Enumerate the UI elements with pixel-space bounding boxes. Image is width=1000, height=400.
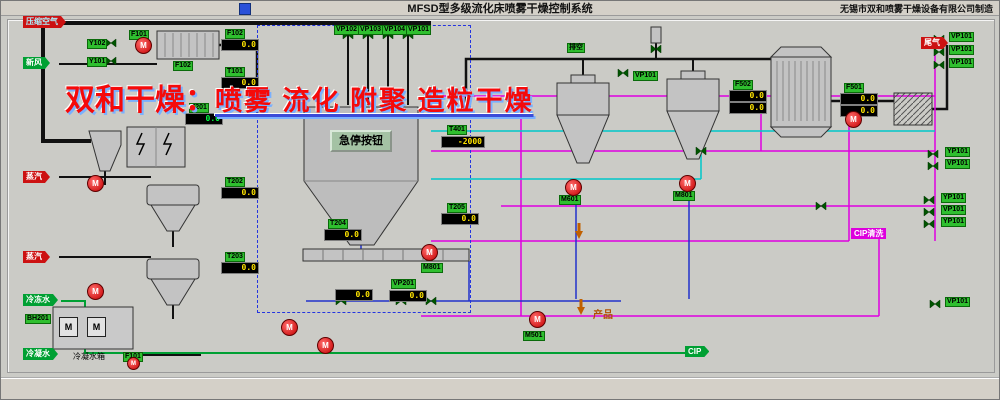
tag-yp101-r2: YP101: [941, 193, 967, 203]
motor-icon: M: [322, 341, 329, 350]
motor-icon: M: [850, 115, 857, 124]
display-f102: 0.0: [221, 39, 259, 51]
tag-vp101-r5: VP101: [941, 205, 967, 215]
tag-t101: T101: [225, 67, 245, 77]
motor-icon: M: [131, 360, 136, 367]
tag-yp101-r1: YP101: [945, 147, 971, 157]
app-icon: [239, 3, 251, 15]
display-t203: 0.0: [221, 262, 259, 274]
tag-f501: F501: [844, 83, 864, 93]
display-f501-1: 0.0: [840, 93, 878, 105]
manufacturer-label: 无锡市双和喷雾干燥设备有限公司制造: [839, 3, 993, 14]
tag-f102-unit: F102: [173, 61, 193, 71]
tag-vp104: VP104: [382, 25, 408, 35]
emergency-stop-button[interactable]: 急停按钮: [330, 130, 392, 152]
tag-m801: M801: [673, 191, 695, 201]
tank-pump-2[interactable]: M: [87, 317, 106, 337]
pump-condensate[interactable]: M: [127, 357, 140, 370]
tag-bh201: BH201: [25, 314, 51, 324]
display-t204: 0.0: [324, 229, 362, 241]
source-steam-2: 蒸汽: [23, 251, 50, 263]
tag-t201: T201: [189, 103, 209, 113]
tag-t204: T204: [328, 219, 348, 229]
tag-vp101-vent: VP101: [633, 71, 659, 81]
source-fresh-air: 新风: [23, 57, 50, 69]
cip-return-tag: CIP: [685, 346, 709, 357]
tag-m601: M601: [559, 195, 581, 205]
motor-icon: M: [92, 179, 99, 188]
motor-icon: M: [286, 323, 293, 332]
display-t202: 0.0: [221, 187, 259, 199]
source-condensate: 冷凝水: [23, 348, 58, 360]
motor-icon: M: [570, 183, 577, 192]
fan-left-2[interactable]: M: [87, 283, 104, 300]
tag-vp101-r4: VP101: [945, 159, 971, 169]
fan-exhaust[interactable]: M: [845, 111, 862, 128]
fan-m801[interactable]: M: [679, 175, 696, 192]
source-steam-1: 蒸汽: [23, 171, 50, 183]
tag-yp101-r3: YP101: [941, 217, 967, 227]
motor-icon: M: [64, 322, 73, 332]
source-compressed-air: 压缩空气: [23, 16, 66, 28]
tag-t401: T401: [447, 125, 467, 135]
tag-vp101-r1: VP101: [949, 32, 975, 42]
tank-pump-1[interactable]: M: [59, 317, 78, 337]
tag-vp101-r2: VP101: [949, 45, 975, 55]
tag-vp101-r3: VP101: [949, 58, 975, 68]
display-t401: -2000: [441, 136, 485, 148]
tag-t203: T203: [225, 252, 245, 262]
display-vp201: 0.0: [389, 290, 427, 302]
cip-line-tag: CIP清洗: [851, 228, 887, 239]
motor-icon: M: [140, 41, 147, 50]
display-t201: 0.0: [185, 113, 223, 125]
motor-icon: M: [426, 248, 433, 257]
display-t101: 0.0: [221, 77, 259, 89]
tag-vp102: VP102: [334, 25, 360, 35]
tag-vp201: VP201: [391, 279, 417, 289]
titlebar: MFSD型多级流化床喷雾干燥控制系统 无锡市双和喷雾干燥设备有限公司制造: [1, 1, 999, 16]
tag-y102: Y102: [87, 39, 108, 49]
tag-y101: Y101: [87, 57, 108, 67]
motor-icon: M: [92, 287, 99, 296]
tag-f502: F502: [733, 80, 753, 90]
condensate-tank-label: 冷凝水箱: [73, 352, 105, 361]
tag-vent: 排空: [567, 43, 585, 53]
fan-m801-duct[interactable]: M: [421, 244, 438, 261]
tag-vp101-r6: VP101: [945, 297, 971, 307]
tag-t205: T205: [447, 203, 467, 213]
bottom-toolbar: 3 清洗等待状态 自动开始 自动停止 报警音 喷雾 CIP 喷雾设置 清洗设置: [1, 377, 999, 399]
tag-m501: M501: [523, 331, 545, 341]
tag-vp101-top: VP101: [406, 25, 432, 35]
process-diagram: [1, 15, 999, 377]
tag-vp103: VP103: [358, 25, 384, 35]
source-chilled-water: 冷冻水: [23, 294, 58, 306]
display-f502-2: 0.0: [729, 102, 767, 114]
fan-bottom-2[interactable]: M: [317, 337, 334, 354]
fan-bottom-1[interactable]: M: [281, 319, 298, 336]
tag-f102: F102: [225, 29, 245, 39]
display-conveyor-1: 0.0: [335, 289, 373, 301]
fan-left-1[interactable]: M: [87, 175, 104, 192]
tag-t202: T202: [225, 177, 245, 187]
tag-m801-duct: M801: [421, 263, 443, 273]
product-label: 产品: [593, 310, 613, 321]
fan-m601[interactable]: M: [565, 179, 582, 196]
fan-f101[interactable]: M: [135, 37, 152, 54]
motor-icon: M: [684, 179, 691, 188]
fan-m501[interactable]: M: [529, 311, 546, 328]
motor-icon: M: [534, 315, 541, 324]
display-f502-1: 0.0: [729, 90, 767, 102]
tail-gas-tag: 尾气: [921, 37, 948, 49]
display-t205: 0.0: [441, 213, 479, 225]
motor-icon: M: [92, 322, 101, 332]
page-title: MFSD型多级流化床喷雾干燥控制系统: [407, 3, 593, 15]
